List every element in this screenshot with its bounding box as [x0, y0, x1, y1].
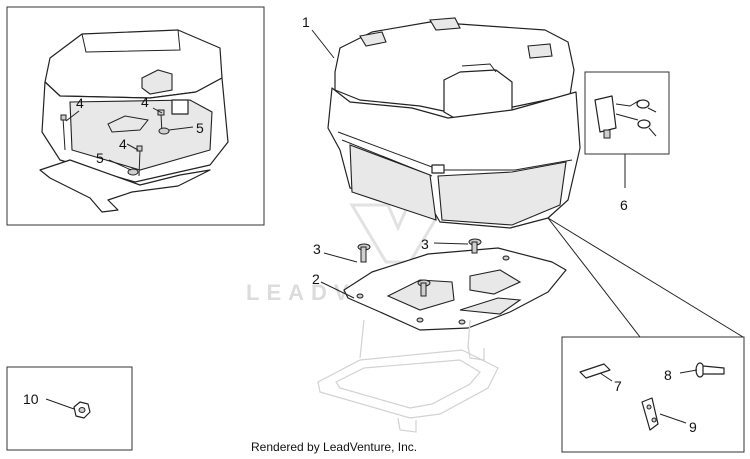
inset-nut-frame [6, 366, 133, 451]
callout-7: 7 [614, 378, 622, 394]
inset-small-parts [561, 336, 745, 453]
callout-9: 9 [689, 419, 697, 435]
inset-lock [584, 71, 670, 155]
callout-4-c: 4 [119, 136, 127, 152]
top-case [327, 17, 581, 229]
inset-lock-frame [584, 71, 670, 155]
callout-10: 10 [23, 391, 39, 407]
callout-1: 1 [302, 14, 310, 30]
callout-5-a: 5 [196, 120, 204, 136]
callout-6: 6 [620, 197, 628, 213]
callout-3-a: 3 [313, 241, 321, 257]
mounting-plate [343, 247, 567, 331]
credit-text: Rendered by LeadVenture, Inc. [251, 440, 417, 454]
leader-lines [45, 29, 698, 424]
inset-case-interior: 4 4 5 4 5 [6, 6, 265, 226]
callout-5-b: 5 [96, 150, 104, 166]
callout-4-a: 4 [76, 95, 84, 111]
inset-nut [6, 366, 133, 451]
callout-2: 2 [312, 271, 320, 287]
callout-4-b: 4 [141, 94, 149, 110]
callout-8: 8 [664, 367, 672, 383]
bolts-part-3 [357, 238, 482, 297]
inset-small-parts-frame [561, 336, 745, 453]
rack-ghost [317, 319, 499, 433]
connector-lines [547, 217, 744, 338]
inset-frame [6, 6, 265, 226]
callouts: 1 2 3 3 6 7 8 9 10 [23, 14, 697, 435]
callout-3-b: 3 [421, 236, 429, 252]
